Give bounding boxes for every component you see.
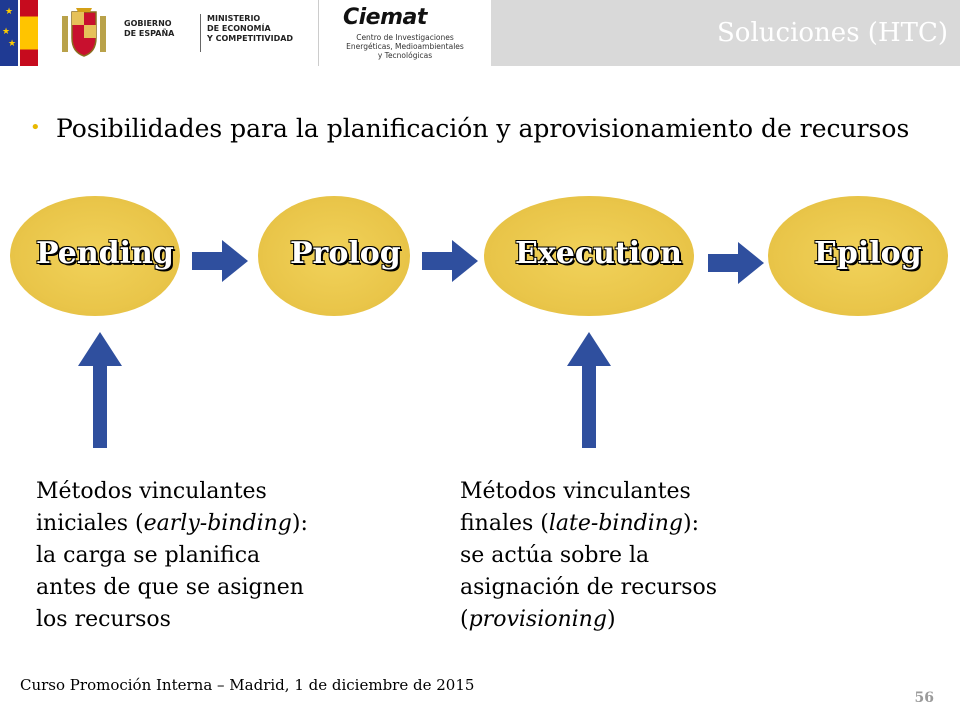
arrow-up-icon: [78, 332, 122, 448]
eu-flag-strip: ★ ★ ★: [0, 0, 18, 66]
coat-of-arms-icon: [62, 8, 106, 57]
stage-label-epilog: Epilog: [814, 236, 922, 271]
stage-label-prolog: Prolog: [290, 236, 401, 271]
arrow-up-icon: [567, 332, 611, 448]
spain-flag: [20, 0, 38, 66]
arrow-right-icon: [422, 240, 478, 282]
ciemat-subtitle: Centro de Investigaciones Energéticas, M…: [346, 33, 464, 60]
page-number: 56: [914, 690, 934, 706]
stage-ellipse-epilog: [768, 196, 948, 316]
divider: [200, 14, 201, 52]
footer-course: Curso Promoción Interna – Madrid, 1 de d…: [20, 676, 475, 694]
late-binding-description: Métodos vinculantes finales (late-bindin…: [460, 479, 718, 632]
government-logo: ★ ★ ★ GOBIERNO DE ESPAÑA MINISTERIO DE E…: [0, 0, 318, 66]
bullet-icon: •: [30, 117, 41, 138]
ministry-label: MINISTERIO DE ECONOMÍA Y COMPETITIVIDAD: [207, 14, 294, 43]
government-label: GOBIERNO DE ESPAÑA: [124, 19, 175, 38]
early-binding-description: Métodos vinculantes iniciales (early-bin…: [36, 479, 308, 632]
stage-ellipse-execution: [484, 196, 694, 316]
ciemat-logo: Ciemat Centro de Investigaciones Energét…: [318, 0, 491, 66]
star-icon: ★: [8, 39, 17, 49]
stage-label-execution: Execution: [515, 236, 682, 271]
stage-ellipse-prolog: [258, 196, 410, 316]
header-band: ★ ★ ★ GOBIERNO DE ESPAÑA MINISTERIO DE E…: [0, 0, 960, 66]
star-icon: ★: [2, 27, 11, 37]
stage-label-pending: Pending: [36, 236, 174, 271]
star-icon: ★: [5, 7, 14, 17]
stage-ellipse-pending: [10, 196, 180, 316]
arrow-right-icon: [708, 242, 764, 284]
slide-title: Soluciones (HTC): [717, 18, 948, 48]
ciemat-wordmark: Ciemat: [343, 5, 427, 30]
bullet-text: Posibilidades para la planificación y ap…: [56, 114, 910, 143]
arrow-right-icon: [192, 240, 248, 282]
